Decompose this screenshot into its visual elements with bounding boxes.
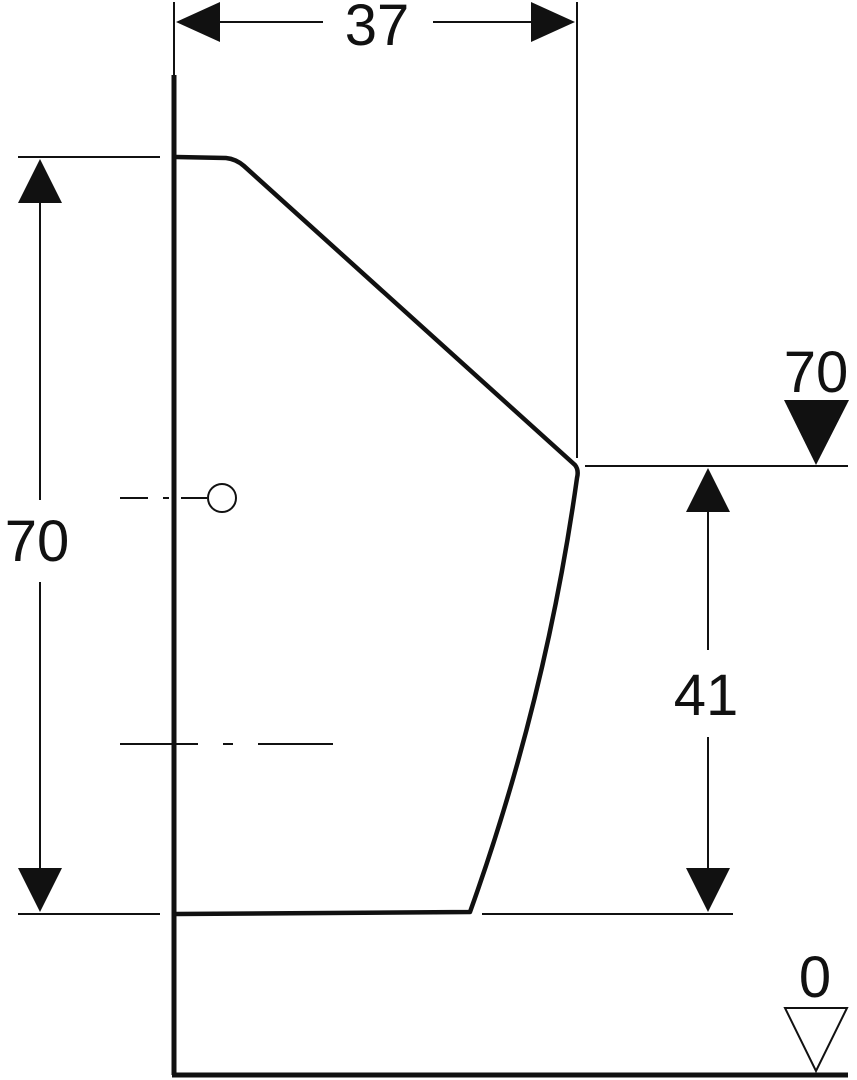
width-arrow-left-icon (176, 2, 220, 42)
rim-level-filled-triangle-icon (784, 400, 849, 465)
height-dimension (18, 156, 160, 915)
floor-level-label: 0 (799, 945, 831, 1010)
rim-height-dimension-label: 41 (674, 663, 739, 728)
width-dimension (173, 2, 578, 458)
rim-arrow-down-icon (686, 868, 730, 912)
height-dimension-label: 70 (5, 509, 70, 574)
rim-level-label: 70 (784, 340, 849, 405)
rim-height-dimension (482, 465, 848, 915)
wall-and-floor (171, 75, 848, 1078)
rim-arrow-up-icon (686, 468, 730, 512)
height-label-backdrop (0, 505, 80, 577)
width-dimension-label: 37 (345, 0, 410, 58)
width-arrow-right-icon (531, 2, 575, 42)
inlet-circle-icon (207, 483, 237, 513)
floor-level-open-triangle-icon (783, 1007, 849, 1074)
center-marks (120, 483, 333, 745)
height-arrow-down-icon (18, 868, 62, 912)
fixture-outline (175, 154, 580, 917)
height-arrow-up-icon (18, 159, 62, 203)
